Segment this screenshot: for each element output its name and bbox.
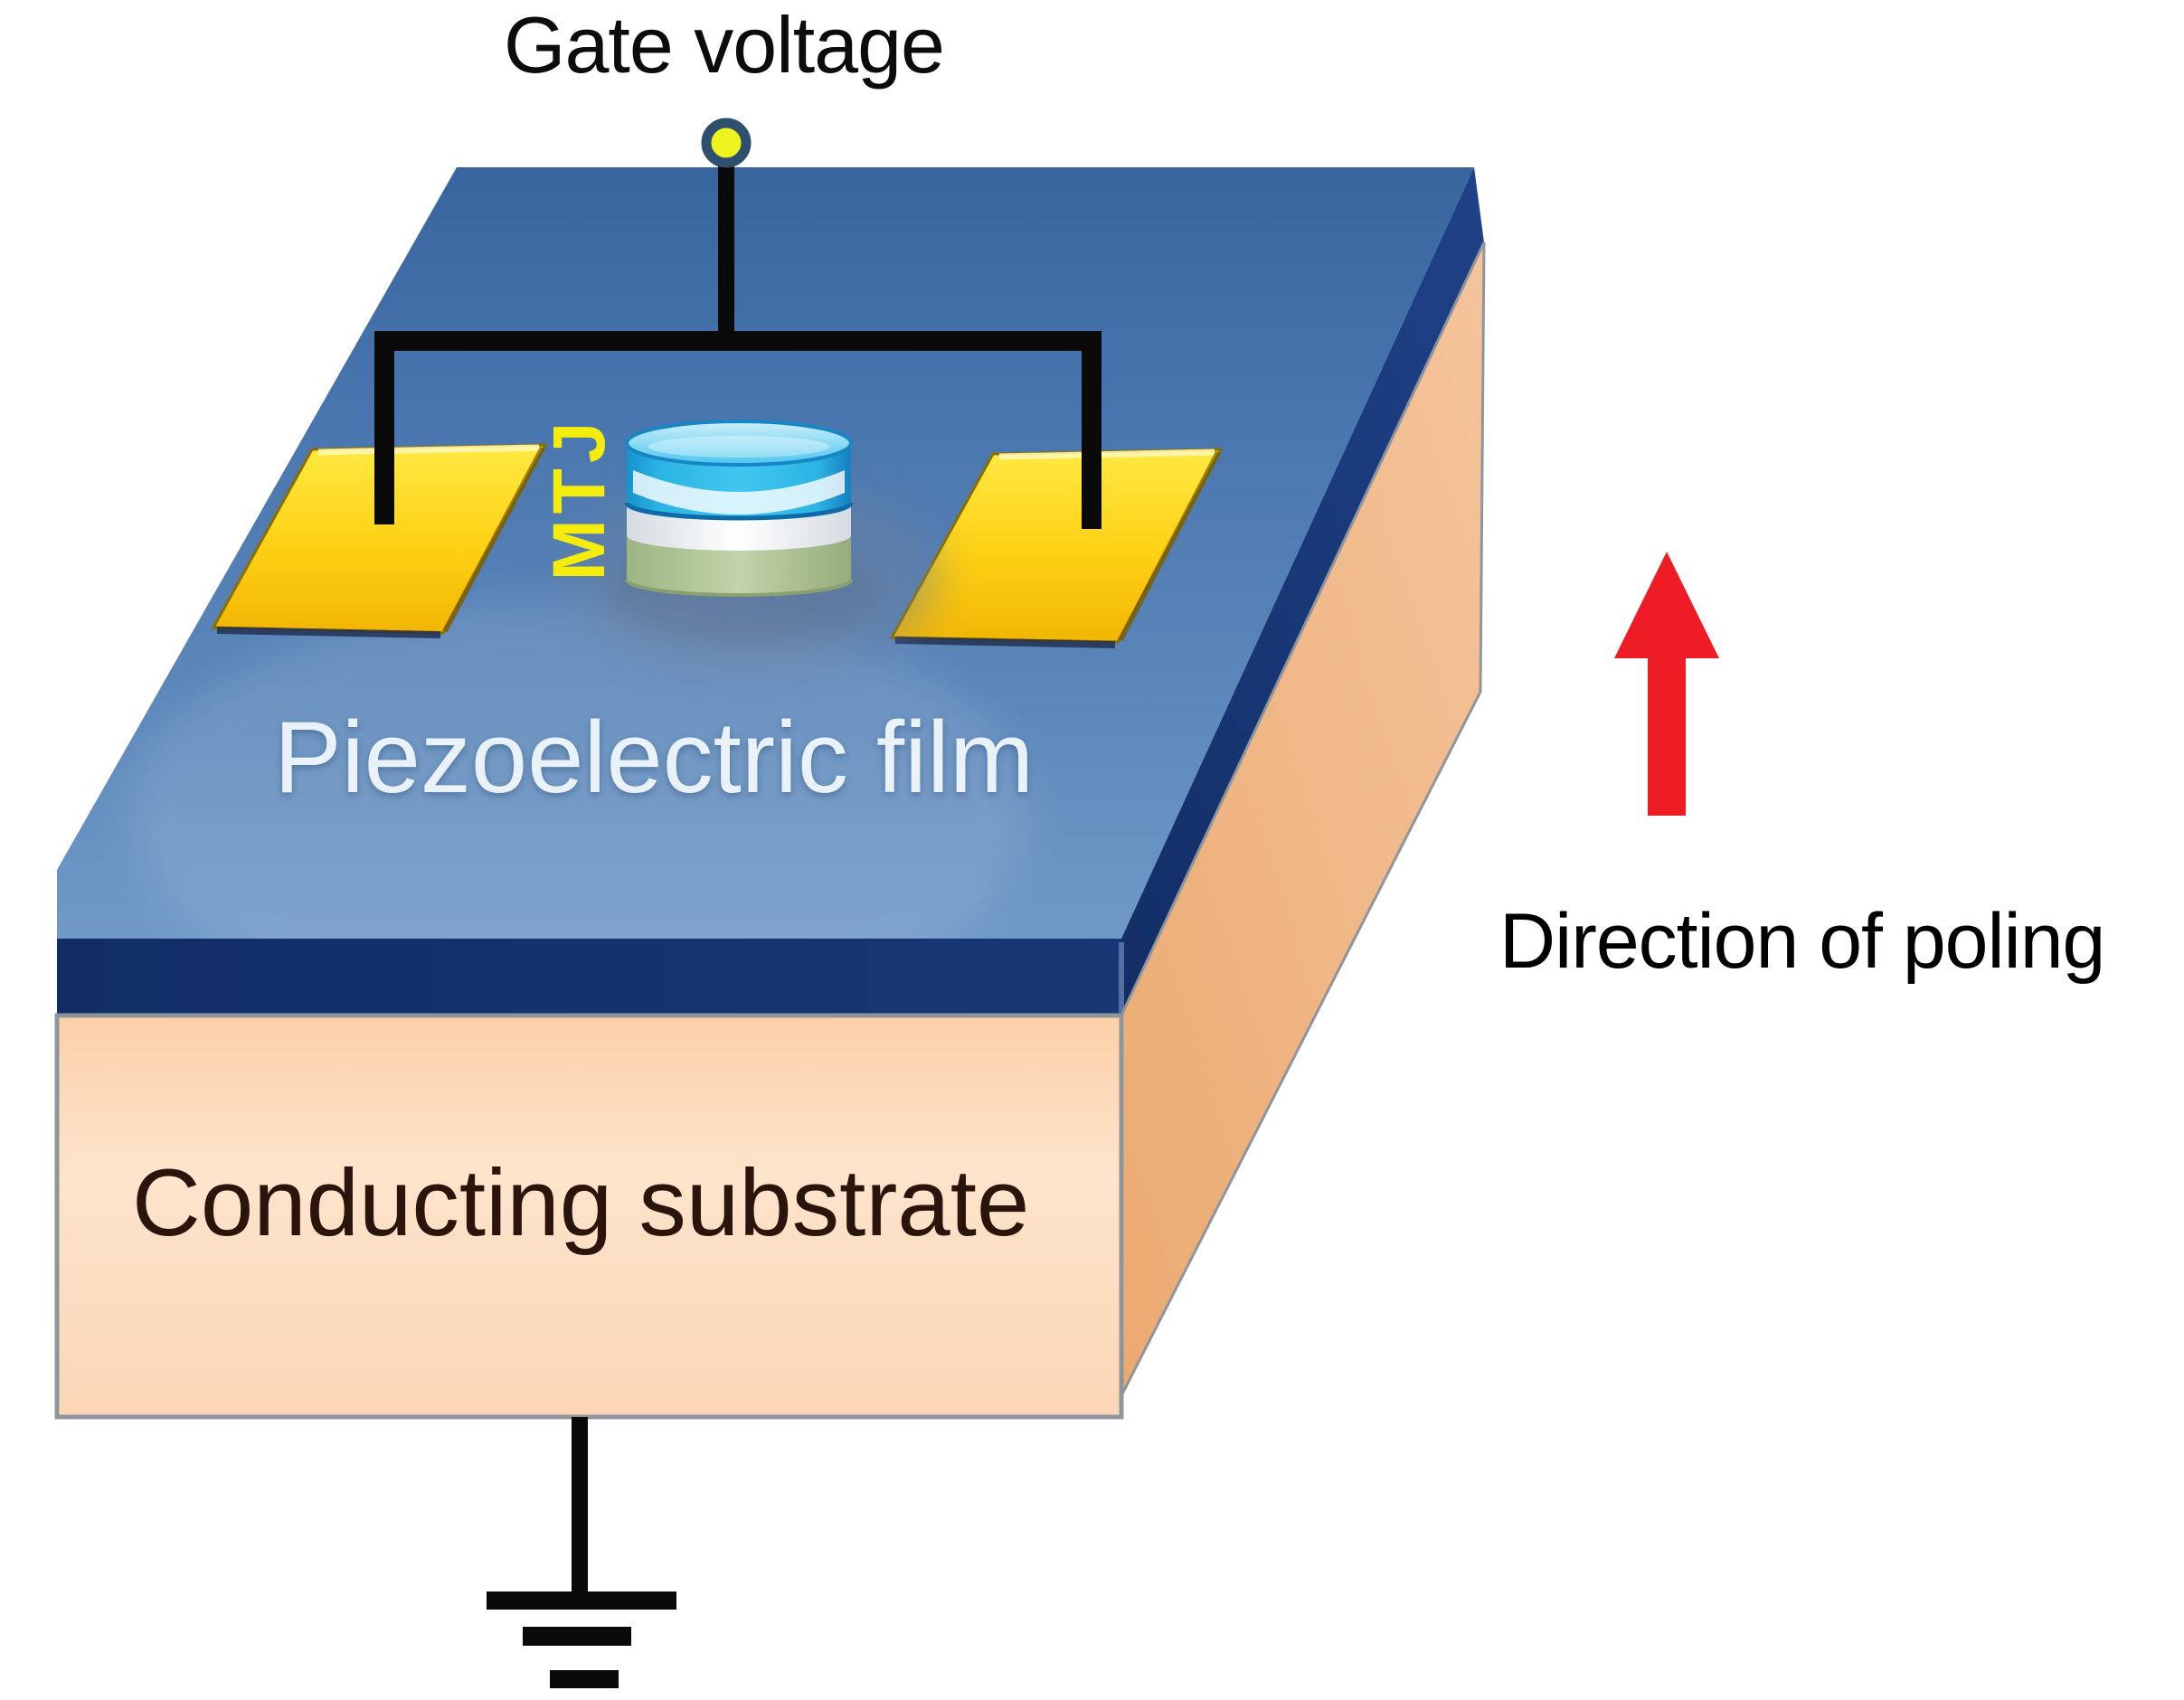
mtj-top-face-sheen bbox=[648, 436, 829, 458]
mtj-pillar bbox=[624, 420, 854, 597]
gate-wire-left-drop bbox=[374, 331, 394, 524]
left-electrode-pad bbox=[211, 443, 548, 638]
ground-bar-short bbox=[550, 1670, 619, 1688]
right-electrode-pad-shadow bbox=[894, 637, 1116, 648]
substrate-front-face bbox=[54, 1013, 1124, 1420]
left-electrode-pad-shadow bbox=[216, 627, 441, 638]
top-face-highlight bbox=[127, 597, 1031, 1031]
ground-bar-long bbox=[487, 1591, 676, 1610]
direction-of-poling-label: Direction of poling bbox=[1499, 898, 2105, 985]
gate-wire-right-drop bbox=[1082, 331, 1101, 529]
gate-wiring bbox=[374, 118, 1101, 529]
poling-direction-up-arrow-icon bbox=[1614, 552, 1719, 816]
left-electrode-pad-highlight bbox=[317, 444, 540, 456]
gate-wire-horizontal-bar bbox=[374, 331, 1101, 351]
mtj-bottom-layer-edge bbox=[625, 579, 853, 597]
mtj-middle-layer bbox=[627, 503, 851, 551]
mtj-top-layer-wall-bottom-edge bbox=[624, 502, 854, 521]
mtj-top-layer-gloss bbox=[633, 470, 845, 515]
right-electrode-pad-right-bevel bbox=[1118, 450, 1221, 642]
gate-terminal-icon bbox=[701, 118, 752, 168]
ground-bar-medium bbox=[523, 1627, 631, 1646]
left-electrode-pad-right-bevel bbox=[442, 446, 545, 633]
piezoelectric-film-label: Piezoelectric film bbox=[274, 701, 1035, 814]
right-electrode-pad-highlight bbox=[998, 449, 1215, 460]
mtj-top-face bbox=[625, 420, 853, 467]
gate-voltage-label: Gate voltage bbox=[504, 0, 945, 90]
gate-wire-stem bbox=[718, 165, 734, 346]
mtj-label: MTJ bbox=[537, 416, 620, 581]
mtj-bottom-layer bbox=[627, 535, 851, 595]
ground-stem bbox=[572, 1417, 588, 1598]
piezoelectric-film-side-face bbox=[1121, 167, 1484, 1015]
piezoelectric-film-front-face bbox=[57, 939, 1121, 1015]
conducting-substrate-label: Conducting substrate bbox=[132, 1150, 1030, 1256]
ground-icon bbox=[487, 1417, 676, 1688]
